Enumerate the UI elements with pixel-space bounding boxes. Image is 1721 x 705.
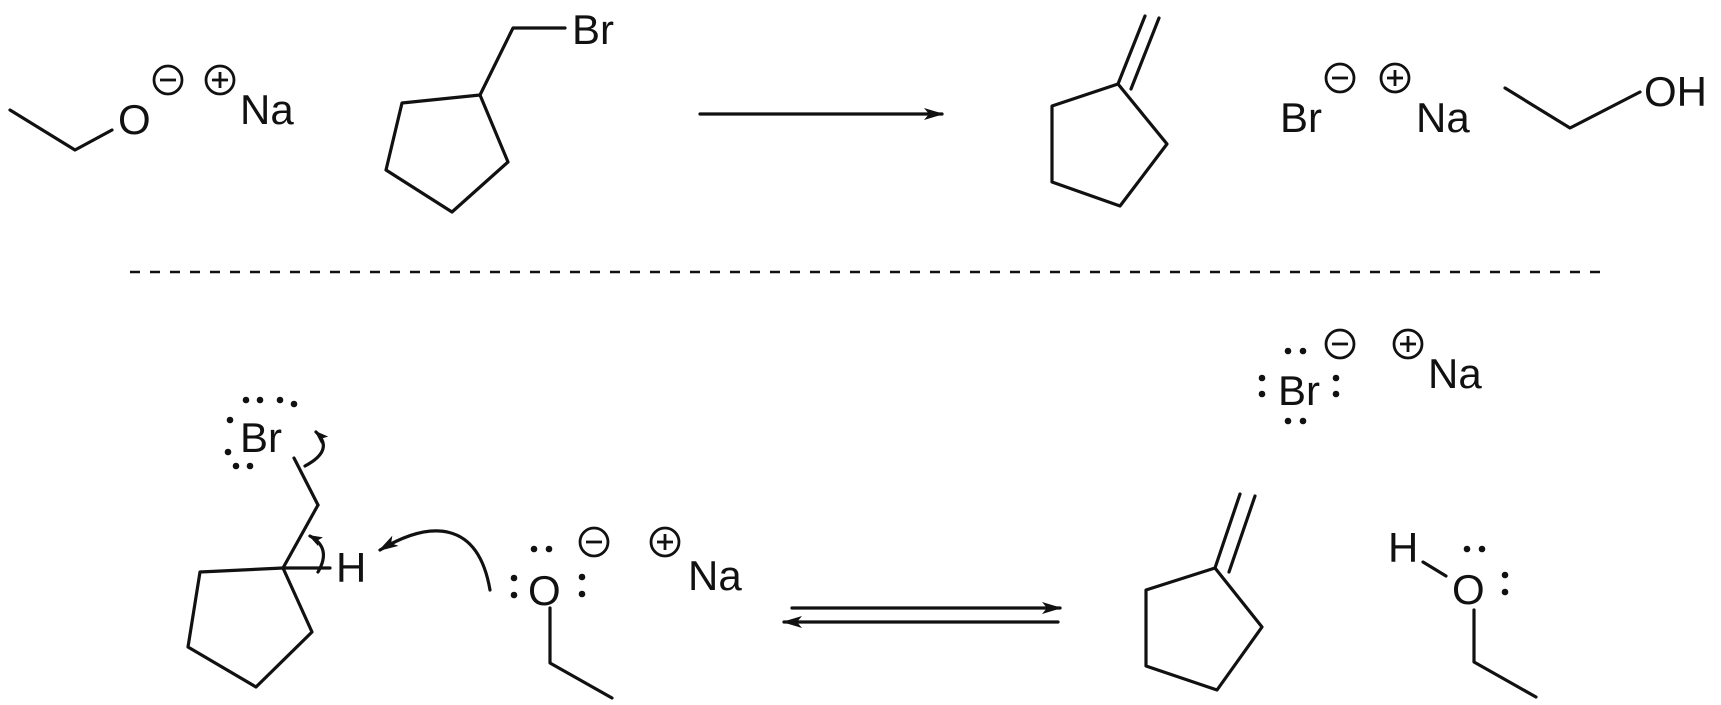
negative-charge-icon <box>1324 62 1356 94</box>
ch2-br-bond <box>478 26 567 97</box>
c-br-bond <box>292 456 320 507</box>
double-bond-a <box>1213 492 1242 570</box>
positive-charge-icon <box>204 64 236 96</box>
cyclopentane-ring <box>384 93 510 214</box>
bromine-lone-pairs <box>224 396 298 470</box>
hydroxyl-label: OH <box>1644 68 1707 115</box>
negative-charge-icon <box>578 526 610 558</box>
bromomethylcyclopentane-mechanism: H Br <box>186 396 366 689</box>
bromine-label: Br <box>240 414 282 461</box>
c-ch2-bond <box>281 503 320 570</box>
ethanol-top: OH <box>1503 68 1707 130</box>
cyclopentane-ring <box>186 566 314 689</box>
bond-to-br-curved-arrow <box>303 430 329 468</box>
bromomethylcyclopentane-top: Br <box>384 6 614 214</box>
double-bond-b <box>1129 16 1161 91</box>
sodium-label: Na <box>1428 350 1482 397</box>
ethanol-oxygen-lone-pairs <box>1463 545 1509 596</box>
ethyl-chain <box>8 108 114 152</box>
positive-charge-icon <box>1392 328 1424 360</box>
double-bond-a <box>1116 14 1147 86</box>
negative-charge-icon <box>1324 328 1356 360</box>
ethyl-chain <box>1472 608 1538 699</box>
sodium-bromide-mechanism: Br Na <box>1258 328 1482 425</box>
sodium-label: Na <box>1416 94 1470 141</box>
ethanol-oxygen-label: O <box>1452 566 1485 613</box>
sodium-bromide-top: Br Na <box>1280 62 1470 141</box>
hydrogen-label: H <box>336 544 366 591</box>
cyclopentane-ring <box>1144 566 1264 692</box>
negative-charge-icon <box>152 64 184 96</box>
equilibrium-arrows <box>782 602 1062 628</box>
bromide-label: Br <box>1278 367 1320 414</box>
bromide-label: Br <box>1280 94 1322 141</box>
sodium-label: Na <box>688 552 742 599</box>
bromine-label: Br <box>572 6 614 53</box>
ethoxide-oxygen-label: O <box>528 567 561 614</box>
o-h-bond <box>1421 560 1448 578</box>
methylenecyclopentane-top <box>1050 14 1169 208</box>
ch-bond-curved-arrow <box>308 534 326 574</box>
sodium-ethoxide-top: O Na <box>8 64 294 152</box>
positive-charge-icon <box>1379 62 1411 94</box>
bromide-lone-pairs <box>1258 347 1340 425</box>
ethanol-mechanism: H O <box>1388 524 1538 699</box>
double-bond-b <box>1227 494 1257 574</box>
methylenecyclopentane-mechanism <box>1144 492 1264 692</box>
ethyl-chain <box>1503 86 1642 130</box>
oxygen-lone-pairs <box>510 545 586 599</box>
hydrogen-label: H <box>1388 524 1418 571</box>
sodium-label: Na <box>240 86 294 133</box>
base-attack-curved-arrow <box>378 529 492 592</box>
sodium-ethoxide-mechanism: O Na <box>510 526 742 700</box>
ethyl-chain <box>548 606 614 700</box>
ethoxide-oxygen-label: O <box>118 96 151 143</box>
positive-charge-icon <box>649 526 681 558</box>
cyclopentane-ring <box>1050 82 1169 208</box>
